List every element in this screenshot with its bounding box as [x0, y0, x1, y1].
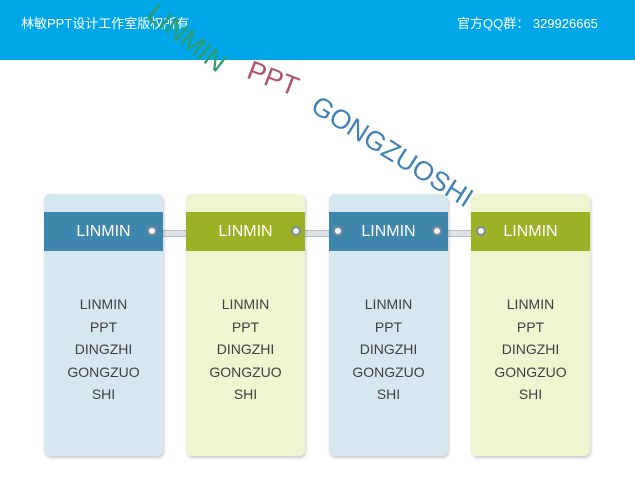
- copyright-text: 林敏PPT设计工作室版权所有: [21, 16, 190, 31]
- card-1-line: LINMIN: [79, 296, 128, 312]
- card-2-body: LINMIN PPT DINGZHI GONGZUO SHI: [186, 293, 305, 406]
- card-4-body: LINMIN PPT DINGZHI GONGZUO SHI: [471, 293, 590, 406]
- card-2-line: SHI: [233, 386, 258, 402]
- card-3: LINMIN LINMIN PPT DINGZHI GONGZUO SHI: [329, 194, 448, 456]
- card-1-line: SHI: [91, 386, 116, 402]
- card-3-title: LINMIN: [329, 212, 448, 251]
- watermark-word-ppt: PPT: [243, 55, 304, 102]
- card-3-line: SHI: [376, 386, 401, 402]
- card-4-line: GONGZUO: [494, 363, 567, 380]
- connector-dot: [147, 226, 157, 236]
- connector-dot: [476, 226, 486, 236]
- connector-dot: [291, 226, 301, 236]
- card-4-title: LINMIN: [471, 212, 590, 251]
- card-4-line: DINGZHI: [501, 341, 560, 357]
- connector-dot: [432, 226, 442, 236]
- card-3-line: PPT: [374, 318, 403, 335]
- card-3-body: LINMIN PPT DINGZHI GONGZUO SHI: [329, 293, 448, 406]
- card-1: LINMIN LINMIN PPT DINGZHI GONGZUO SHI: [44, 194, 163, 456]
- card-1-line: PPT: [89, 318, 118, 335]
- card-4: LINMIN LINMIN PPT DINGZHI GONGZUO SHI: [471, 194, 590, 456]
- card-4-line: SHI: [518, 386, 543, 402]
- card-2-line: DINGZHI: [216, 341, 275, 357]
- card-4-line: PPT: [516, 318, 545, 335]
- card-3-line: GONGZUO: [352, 363, 425, 380]
- connector-3-4: [438, 230, 482, 237]
- card-2-line: LINMIN: [221, 296, 270, 312]
- card-2-title: LINMIN: [186, 212, 305, 251]
- connector-dot: [333, 226, 343, 236]
- card-2-line: GONGZUO: [209, 363, 282, 380]
- top-banner: 林敏PPT设计工作室版权所有 官方QQ群： 329926665: [0, 0, 635, 60]
- connector-2-3: [298, 230, 340, 237]
- card-1-body: LINMIN PPT DINGZHI GONGZUO SHI: [44, 293, 163, 406]
- card-3-line: LINMIN: [364, 296, 413, 312]
- card-1-line: DINGZHI: [74, 341, 133, 357]
- qq-group-text: 官方QQ群： 329926665: [457, 16, 598, 31]
- card-1-title: LINMIN: [44, 212, 163, 251]
- card-2: LINMIN LINMIN PPT DINGZHI GONGZUO SHI: [186, 194, 305, 456]
- card-1-line: GONGZUO: [67, 363, 140, 380]
- card-3-line: DINGZHI: [359, 341, 418, 357]
- card-4-line: LINMIN: [506, 296, 555, 312]
- card-2-line: PPT: [231, 318, 260, 335]
